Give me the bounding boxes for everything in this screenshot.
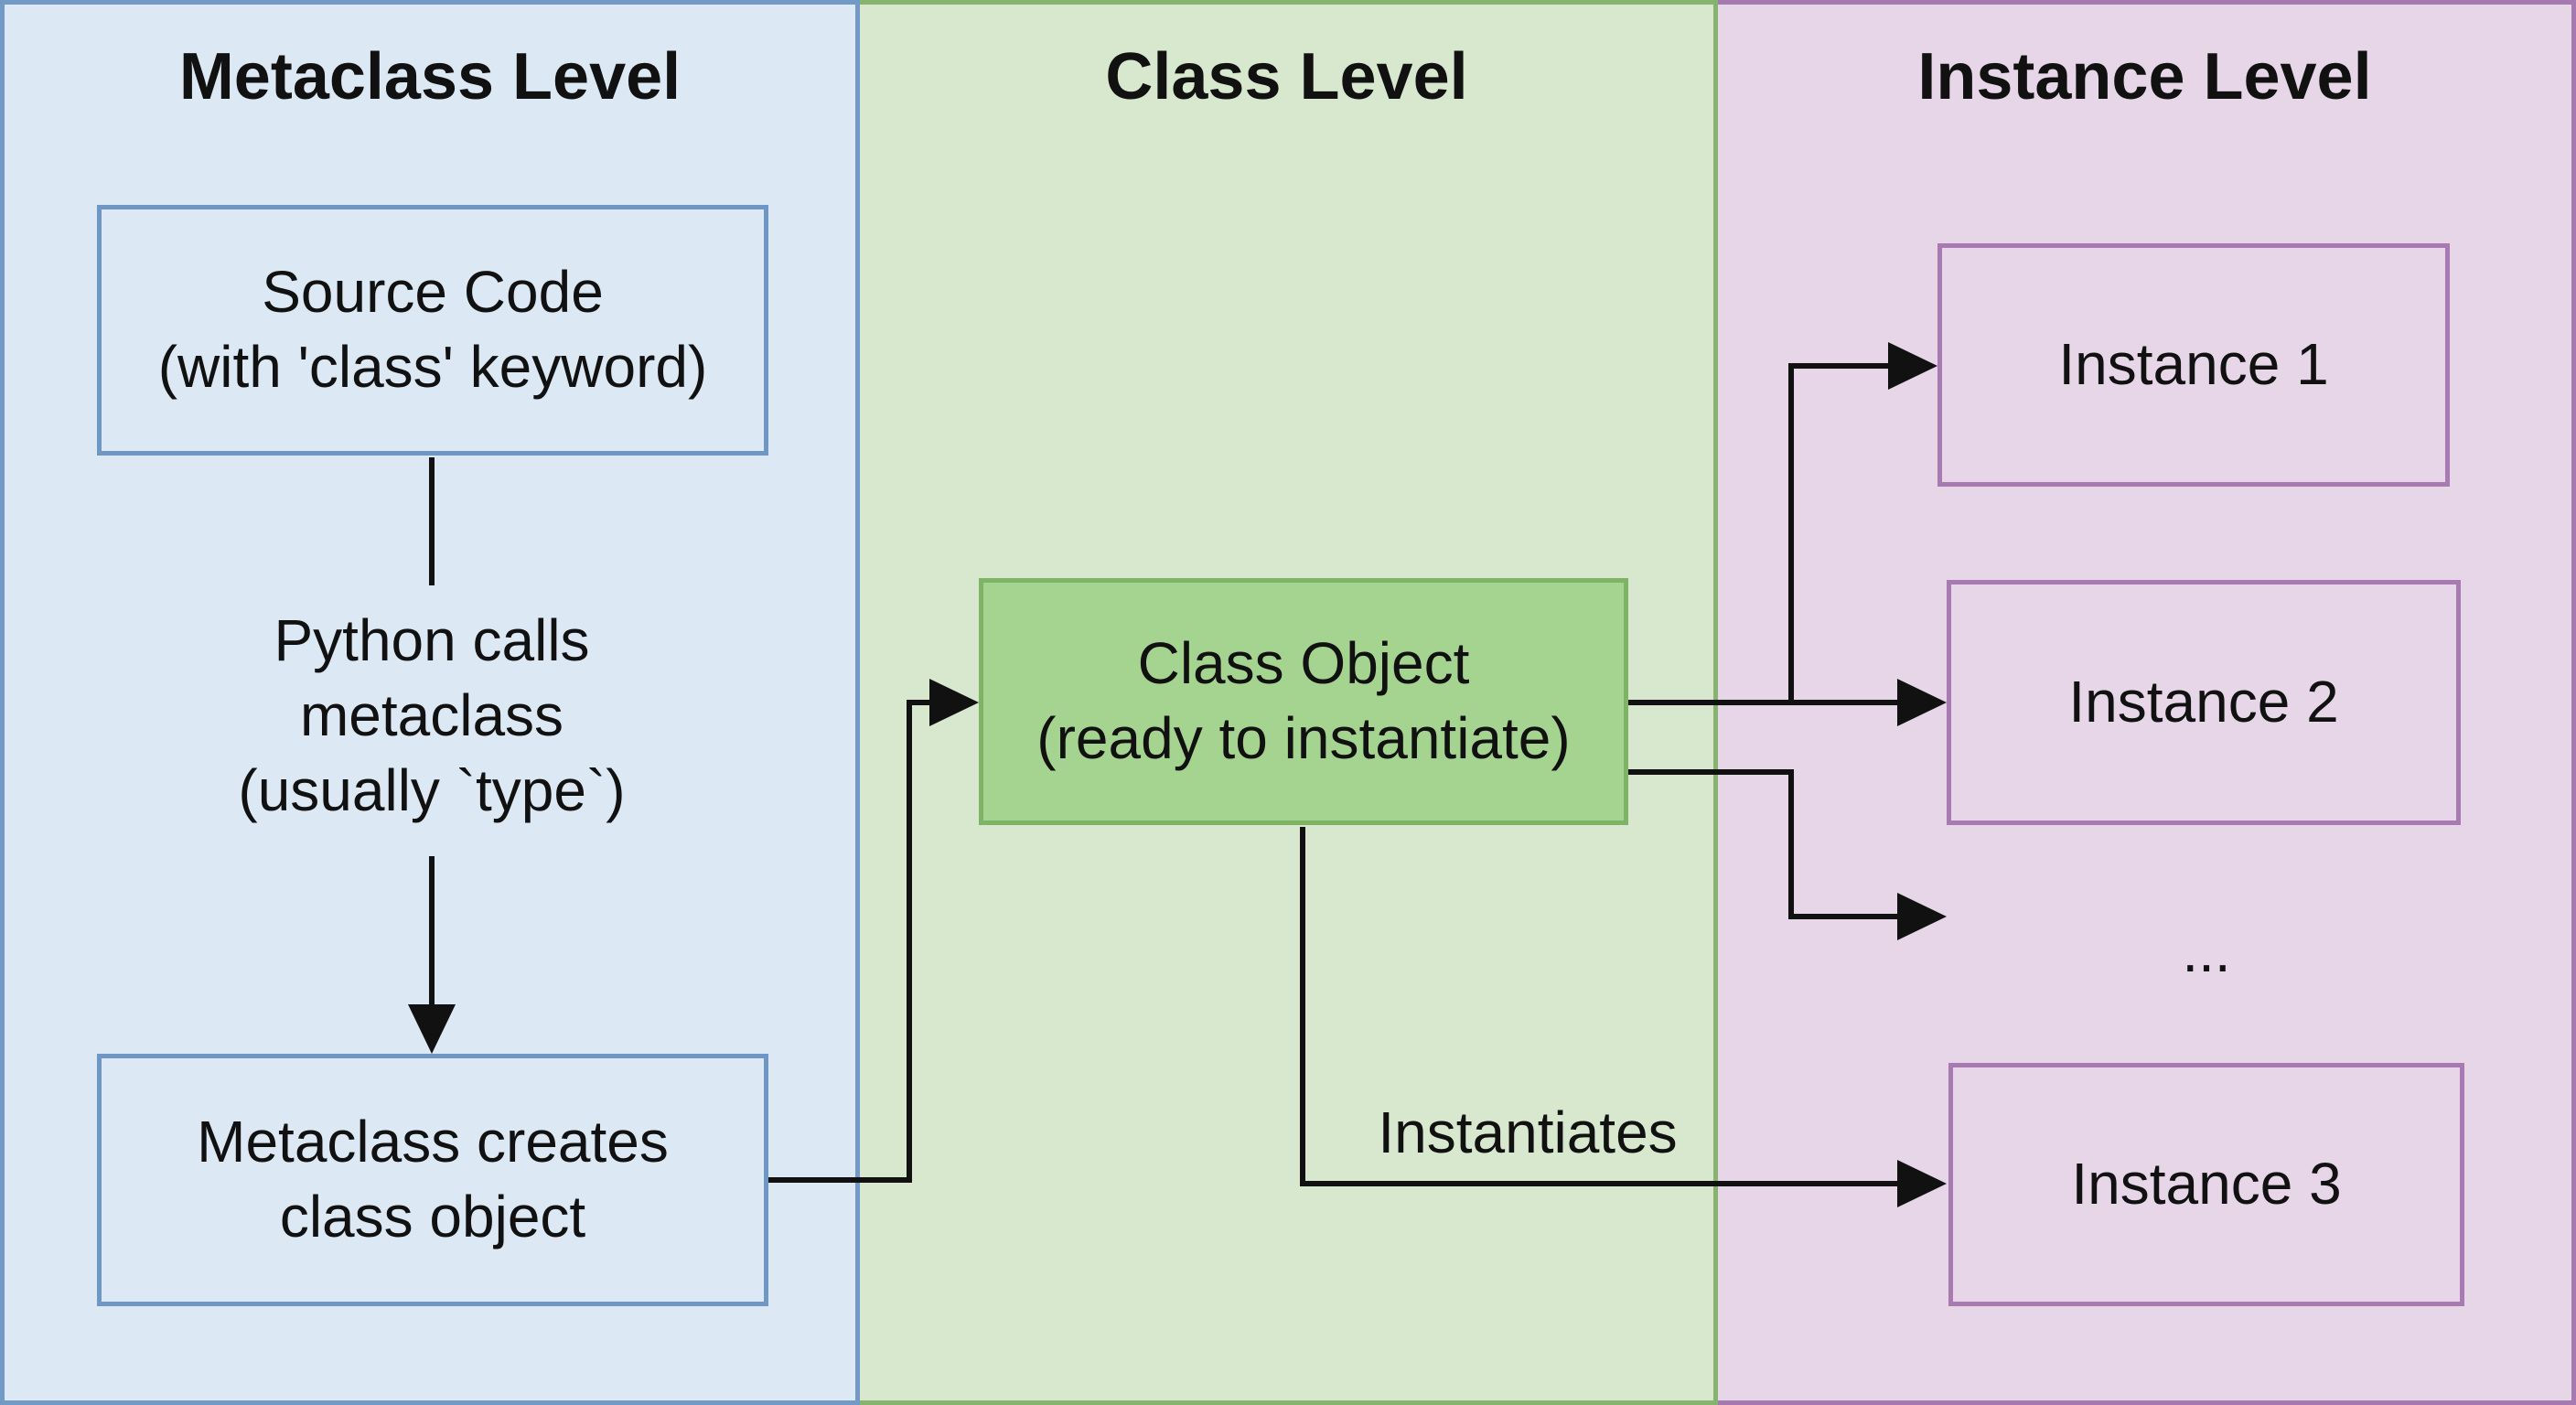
- class-level-title: Class Level: [1105, 40, 1468, 113]
- arrowhead-right-icon: [1897, 893, 1947, 940]
- arrowhead-right-icon: [1897, 1160, 1947, 1207]
- instance-2-label: Instance 2: [2068, 669, 2339, 735]
- class-object-line-1: Class Object: [1137, 630, 1470, 697]
- arrowhead-right-icon: [929, 679, 979, 726]
- python-calls-metaclass-label: Python calls metaclass (usually `type`): [238, 607, 626, 823]
- instantiates-label: Instantiates: [1378, 1099, 1678, 1165]
- metaclass-creates-line-2: class object: [279, 1184, 586, 1249]
- arrowhead-right-icon: [1897, 679, 1947, 726]
- metaclass-creates-line-1: Metaclass creates: [197, 1109, 669, 1175]
- instance-1-box: Instance 1: [1937, 243, 2450, 487]
- more-instances-ellipsis: ...: [2182, 918, 2231, 984]
- instance-3-label: Instance 3: [2071, 1151, 2342, 1217]
- arrowhead-right-icon: [1888, 342, 1937, 390]
- instance-1-label: Instance 1: [2058, 331, 2329, 398]
- metaclass-creates-box: Metaclass creates class object: [97, 1054, 768, 1306]
- class-object-line-2: (ready to instantiate): [1036, 705, 1571, 771]
- instance-level-title: Instance Level: [1917, 40, 2372, 113]
- metaclass-level-title: Metaclass Level: [178, 40, 682, 113]
- connector-class-to-ellipsis: [1628, 769, 1901, 919]
- source-code-line-1: Source Code: [262, 259, 604, 326]
- connector-metaclass-to-class-object: [768, 700, 935, 1183]
- connector-class-to-instance-3: [1300, 827, 1901, 1186]
- connector-class-to-instance-1: [1628, 363, 1892, 705]
- source-code-line-2: (with 'class' keyword): [157, 334, 708, 400]
- instance-3-box: Instance 3: [1948, 1063, 2464, 1306]
- arrowhead-down-icon: [408, 1004, 456, 1054]
- class-object-box: Class Object (ready to instantiate): [979, 578, 1628, 825]
- source-code-box: Source Code (with 'class' keyword): [97, 205, 768, 456]
- instance-2-box: Instance 2: [1947, 580, 2461, 825]
